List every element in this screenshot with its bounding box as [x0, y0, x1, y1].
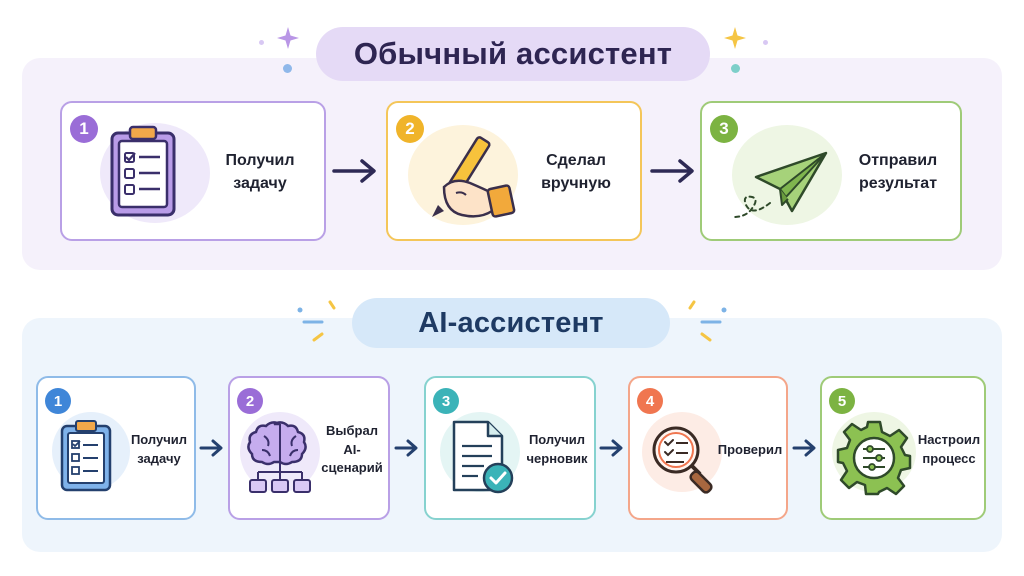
dot-decoration [763, 40, 768, 45]
step-label: Получил черновик [526, 432, 588, 466]
step-number-badge: 1 [70, 115, 98, 143]
regular-step-1-card: 1 Получил задачу [60, 101, 326, 241]
arrow-right-icon [792, 439, 816, 457]
ai-step-5-card: 5 Настроил процесс [820, 376, 986, 520]
ai-step-2-card: 2 Выбрал AI-сценарий [228, 376, 390, 520]
ai-step-4-card: 4 Проверил [628, 376, 788, 520]
sparkle-icon [724, 27, 746, 49]
ai-step-1-card: 1 Получил задачу [36, 376, 196, 520]
arrow-right-icon [394, 439, 418, 457]
step-label: Отправил результат [858, 151, 938, 192]
arrow-right-icon [599, 439, 623, 457]
clipboard-checklist-icon [60, 420, 112, 492]
clipboard-checklist-icon [110, 125, 176, 217]
step-number-badge: 2 [237, 388, 263, 414]
ai-assistant-title: AI-ассистент [352, 298, 670, 348]
dot-decoration [283, 64, 292, 73]
step-label: Проверил [717, 441, 783, 457]
arrow-right-icon [650, 159, 694, 183]
brain-flowchart-icon [247, 421, 311, 493]
regular-assistant-title: Обычный ассистент [316, 27, 710, 81]
document-check-icon [452, 420, 514, 494]
burst-lines-decoration [688, 300, 727, 342]
step-label: Настроил процесс [917, 432, 981, 466]
dot-decoration [731, 64, 740, 73]
arrow-right-icon [199, 439, 223, 457]
ai-step-3-card: 3 Получил черновик [424, 376, 596, 520]
step-number-badge: 5 [829, 388, 855, 414]
step-label: Получил задачу [225, 151, 295, 192]
step-label: Получил задачу [130, 432, 188, 466]
arrow-right-icon [332, 159, 376, 183]
hand-pencil-icon [432, 136, 516, 218]
magnifier-checklist-icon [652, 426, 713, 494]
step-label: Выбрал AI-сценарий [321, 422, 383, 476]
regular-step-2-card: 2 Сделал вручную [386, 101, 642, 241]
gear-sliders-icon [836, 420, 912, 496]
step-number-badge: 3 [433, 388, 459, 414]
paper-plane-icon [733, 151, 828, 218]
step-number-badge: 4 [637, 388, 663, 414]
dot-decoration [259, 40, 264, 45]
burst-lines-decoration [297, 300, 336, 342]
regular-step-3-card: 3 Отправил результат [700, 101, 962, 241]
step-number-badge: 1 [45, 388, 71, 414]
step-number-badge: 3 [710, 115, 738, 143]
sparkle-icon [277, 27, 299, 49]
step-number-badge: 2 [396, 115, 424, 143]
step-label: Сделал вручную [541, 151, 611, 192]
